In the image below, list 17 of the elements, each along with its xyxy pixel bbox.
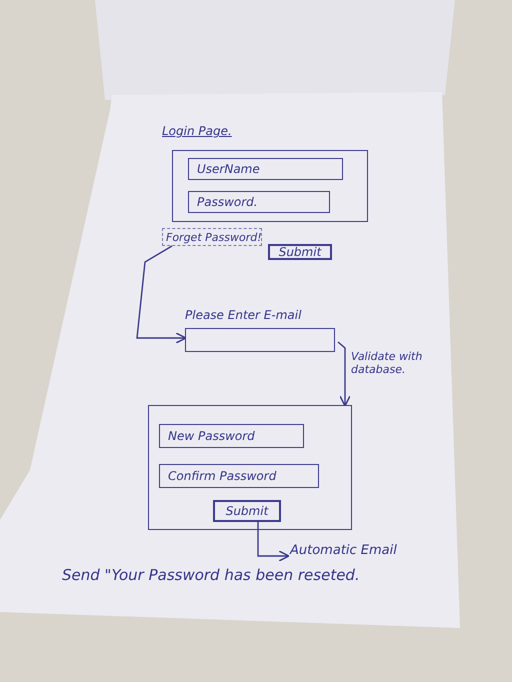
input-field: New Password xyxy=(159,424,304,448)
panel-heading: Login Page. xyxy=(162,124,232,138)
link-text: Forget Password! xyxy=(162,228,262,246)
submit-button: Submit xyxy=(268,244,332,260)
field-label: Please Enter E-mail xyxy=(185,308,302,322)
input-field: Password. xyxy=(188,191,330,213)
edge-label: Validate with database. xyxy=(351,350,424,376)
email-input-group xyxy=(185,308,335,352)
submit-button: Submit xyxy=(213,500,281,522)
input-field: UserName xyxy=(188,158,343,180)
arrow xyxy=(136,245,187,344)
password-reset-panel xyxy=(148,405,352,530)
arrow xyxy=(338,341,351,407)
note-text: Automatic Email xyxy=(288,540,418,560)
input-field: Confirm Password xyxy=(159,464,319,488)
arrow xyxy=(257,522,290,562)
note-text: Send "Your Password has been reseted. xyxy=(62,566,360,584)
